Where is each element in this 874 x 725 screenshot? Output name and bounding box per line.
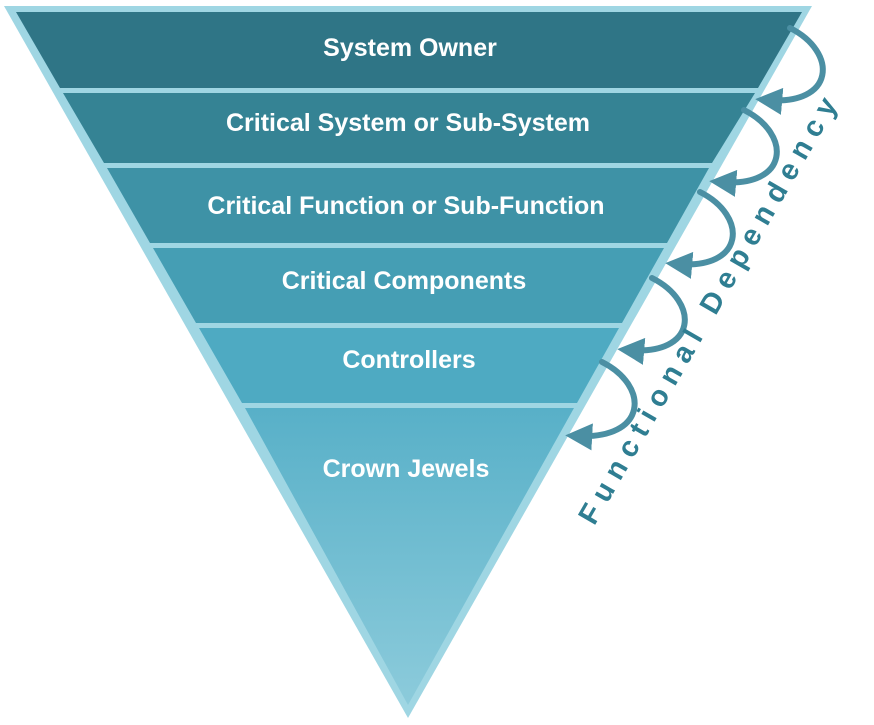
dependency-arrow-5 (565, 359, 638, 451)
dependency-arrow-1 (755, 25, 826, 115)
tier-band-critical-system (63, 93, 755, 163)
tier-label-controllers: Controllers (342, 346, 475, 374)
tier-band-controllers (199, 328, 619, 403)
dependency-arrow-3 (665, 189, 736, 279)
dependency-arrows (565, 25, 826, 451)
tier-band-crown-jewels (245, 408, 574, 705)
dependency-arrow-4 (617, 275, 688, 365)
tier-label-critical-function: Critical Function or Sub-Function (207, 192, 604, 220)
tier-label-critical-components: Critical Components (282, 267, 526, 295)
tier-band-critical-function (107, 168, 709, 243)
tier-band-critical-components (153, 248, 664, 323)
tier-label-system-owner: System Owner (323, 34, 497, 62)
tier-band-system-owner (16, 12, 802, 88)
tier-label-critical-system: Critical System or Sub-System (226, 109, 590, 137)
dependency-arrow-2 (709, 107, 780, 197)
tier-label-crown-jewels: Crown Jewels (323, 455, 490, 483)
